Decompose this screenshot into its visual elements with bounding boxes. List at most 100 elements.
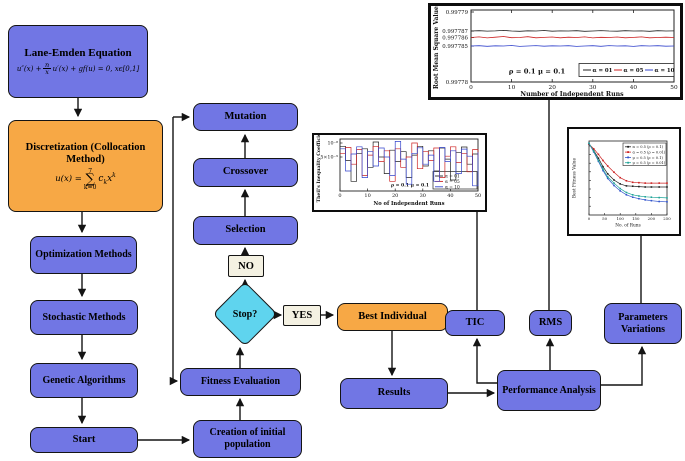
- series-line: [588, 143, 668, 203]
- edge-performance-tic: [472, 337, 497, 384]
- data-marker: [666, 186, 668, 188]
- series-line: [470, 45, 675, 47]
- x-tick-label: 40: [447, 193, 453, 199]
- series-line: [588, 143, 667, 184]
- x-tick-label: 0: [469, 85, 473, 91]
- x-tick-label: 10: [508, 85, 516, 91]
- y-axis-label: Root Mean Square Values: [433, 6, 440, 89]
- data-marker: [658, 200, 660, 203]
- legend-label: α = 0.5 (ρ = 0.01): [633, 151, 666, 155]
- data-marker: [606, 176, 609, 178]
- data-marker: [613, 171, 615, 173]
- y-tick-label: 0.99779: [446, 10, 469, 16]
- data-marker: [588, 143, 590, 145]
- node-mutation: Mutation: [193, 103, 298, 131]
- data-marker: [597, 157, 600, 159]
- legend-label: μ = 0.5 (ρ = 0.1): [633, 156, 664, 160]
- no-text: NO: [238, 260, 254, 272]
- node-label: Optimization Methods: [35, 249, 132, 261]
- x-tick-label: 0: [338, 193, 341, 199]
- x-tick-label: 50: [670, 85, 678, 91]
- node-performance-analysis: Performance Analysis: [497, 370, 601, 411]
- y-axis-label: Best Fitness Value: [573, 157, 578, 198]
- data-marker: [619, 176, 621, 179]
- annotation-rho-mu: ρ = 0.1 μ = 0.1: [509, 68, 566, 76]
- node-label: Parameters Variations: [618, 311, 668, 335]
- series-line: [470, 36, 675, 39]
- data-marker: [625, 185, 628, 187]
- data-marker: [644, 186, 646, 188]
- plot-frame: [588, 140, 668, 216]
- data-marker: [597, 160, 600, 163]
- x-axis-label: No. of Runs: [615, 224, 641, 229]
- rms-chart-inset: Root Mean Square Values 0.99779 0.997787 0.…: [428, 3, 683, 100]
- data-marker: [613, 182, 615, 184]
- node-start: Start: [30, 427, 138, 453]
- legend-label: α = 01: [593, 68, 613, 74]
- node-selection: Selection: [193, 216, 298, 245]
- node-crossover: Crossover: [193, 158, 298, 187]
- fraction-n-over-x: n x: [43, 60, 51, 77]
- node-discretization: Discretization (Collocation Method) u(x)…: [8, 120, 163, 212]
- x-axis-label: Number of Independent Runs: [520, 91, 624, 97]
- data-marker: [658, 196, 660, 199]
- lane-emden-title: Lane-Emden Equation: [24, 47, 132, 60]
- node-label: Results: [377, 387, 411, 399]
- legend-marker: [627, 156, 629, 159]
- legend-label: α = 0.5 (ρ = 0.1): [633, 145, 664, 149]
- node-stochastic-methods: Stochastic Methods: [30, 300, 138, 335]
- data-marker: [625, 194, 628, 196]
- x-tick-label: 20: [392, 193, 398, 199]
- legend-label: α = 05: [624, 68, 644, 74]
- node-parameters-variations: Parameters Variations: [604, 303, 682, 344]
- legend-marker: [627, 151, 629, 153]
- data-marker: [592, 148, 595, 150]
- y-axis-label: Theil's Inequality Coefficient: [316, 135, 322, 202]
- data-marker: [625, 180, 628, 182]
- x-tick-label: 100: [616, 216, 624, 221]
- node-label: Start: [72, 433, 96, 445]
- x-tick-label: 40: [630, 85, 638, 91]
- formula-lhs: u(x) =: [55, 174, 82, 185]
- node-label: TIC: [465, 316, 485, 328]
- x-tick-label: 50: [602, 216, 607, 221]
- node-fitness-evaluation: Fitness Evaluation: [180, 368, 301, 396]
- data-marker: [619, 190, 621, 192]
- node-label: Genetic Algorithms: [42, 374, 126, 386]
- node-results: Results: [340, 378, 448, 409]
- data-marker: [650, 186, 653, 188]
- formula-prefix: u″(x) +: [16, 64, 42, 73]
- y-tick-label: 0.997787: [442, 29, 468, 35]
- legend-marker: [627, 161, 629, 164]
- y-tick-label: 0.997785: [442, 44, 468, 50]
- series-line: [588, 143, 668, 199]
- x-tick-label: 50: [475, 193, 481, 199]
- node-lane-emden-equation: Lane-Emden Equation u″(x) + n x u′(x) + …: [8, 25, 148, 98]
- data-marker: [606, 177, 609, 180]
- x-tick-label: 10: [364, 193, 370, 199]
- data-marker: [602, 168, 604, 170]
- series-line: [470, 29, 675, 32]
- legend-marker: [627, 145, 629, 148]
- data-marker: [650, 199, 653, 202]
- data-marker: [650, 196, 653, 198]
- node-label: Fitness Evaluation: [200, 376, 281, 388]
- data-marker: [606, 165, 609, 167]
- data-marker: [638, 197, 640, 200]
- data-marker: [644, 196, 646, 198]
- legend-label: α = 01: [445, 175, 460, 180]
- data-marker: [631, 194, 634, 196]
- data-marker: [666, 201, 668, 203]
- data-marker: [597, 159, 600, 162]
- x-tick-label: 200: [648, 216, 656, 221]
- data-marker: [588, 142, 590, 145]
- y-tick-label: 0.99778: [446, 80, 469, 86]
- node-rms: RMS: [529, 310, 572, 336]
- label-no: NO: [228, 255, 264, 277]
- data-marker: [602, 169, 604, 172]
- label-yes: YES: [283, 305, 321, 326]
- rms-chart-svg: Root Mean Square Values 0.99779 0.997787 0.…: [433, 6, 678, 97]
